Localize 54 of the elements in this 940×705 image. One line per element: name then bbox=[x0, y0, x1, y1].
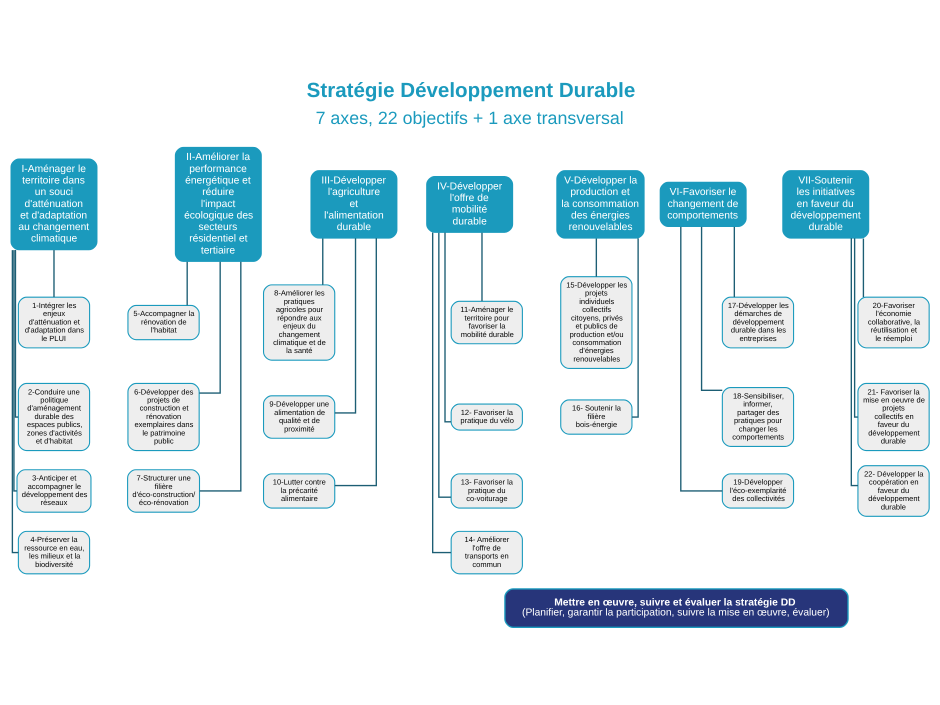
node-box: Mettre en œuvre, suivre et évaluer la stratégie DD (Planifier, garantir la participation, suivre la mise en œuvre, évaluer) bbox=[504, 588, 849, 628]
connector bbox=[432, 232, 451, 553]
node-box: 12- Favoriser la pratique du vélo bbox=[450, 402, 523, 430]
node-box: 22- Développer la coopération en faveur du développement durable bbox=[857, 464, 930, 516]
node-box: VI-Favoriser le changement de comportements bbox=[660, 181, 747, 226]
connector bbox=[444, 232, 451, 422]
node-box: I-Aménager le territoire dans un souci d'atténuation et d'adaptation au changement climatique bbox=[10, 158, 98, 250]
connector bbox=[14, 250, 18, 418]
connector bbox=[13, 250, 17, 492]
connector bbox=[53, 250, 55, 297]
node-box: VII-Soutenir les initiatives en faveur du développement durable bbox=[782, 170, 870, 238]
node-box: 10-Lutter contre la précarité alimentaire bbox=[262, 472, 336, 508]
connector bbox=[481, 232, 483, 301]
connector bbox=[334, 238, 377, 486]
connector bbox=[322, 238, 324, 284]
node-box: 18-Sensibiliser, informer, partager des pratiques pour changer les comportements bbox=[722, 386, 794, 447]
connector bbox=[200, 261, 242, 492]
node-box: 9-Développer une alimentation de qualité et de proximité bbox=[262, 394, 336, 438]
node-box: 14- Améliorer l'offre de transports en commun bbox=[450, 530, 523, 574]
node-box: 5-Accompagner la rénovation de l'habitat bbox=[127, 304, 200, 340]
node-box: IV-Développer l'offre de mobilité durable bbox=[426, 175, 514, 232]
connector bbox=[438, 232, 451, 498]
connector bbox=[632, 238, 639, 418]
node-box: V-Développer la production et la consommation des énergies renouvelables bbox=[556, 170, 645, 238]
connector bbox=[734, 226, 736, 297]
node-box: 17-Développer les démarches de développement durable dans les entreprises bbox=[722, 296, 794, 348]
connector bbox=[862, 238, 864, 297]
node-box: 2-Conduire une politique d'aménagement durable des espaces publics, zones d'activités et d'habitat bbox=[18, 382, 90, 451]
connector bbox=[12, 250, 18, 553]
connector bbox=[199, 261, 221, 394]
connector bbox=[854, 238, 858, 418]
connector bbox=[680, 226, 722, 492]
node-box: III-Développer l'agriculture et l'alimentation durable bbox=[310, 170, 398, 238]
connector bbox=[596, 238, 598, 276]
node-box: 7-Structurer une filière d'éco-construction/éco-rénovation bbox=[127, 468, 200, 512]
connector bbox=[700, 226, 722, 390]
node-box: 21- Favoriser la mise en oeuvre de projets collectifs en faveur du développement durable bbox=[857, 382, 930, 451]
diagram-title: Stratégie Développement Durable bbox=[306, 78, 636, 102]
connector bbox=[334, 238, 356, 414]
node-box: 11-Aménager le territoire pour favoriser la mobilité durable bbox=[450, 300, 523, 344]
node-box: 1-Intégrer les enjeux d'atténuation et d'adaptation dans le PLUI bbox=[18, 296, 90, 348]
node-box: 4-Préserver la ressource en eau, les milieux et la biodiversité bbox=[18, 530, 90, 574]
connector bbox=[186, 261, 188, 305]
node-box: 15-Développer les projets individuels collectifs citoyens, privés et publics de production et/ou consommation d'énergies renouvelables bbox=[560, 276, 632, 368]
node-box: 8-Améliorer les pratiques agricoles pour répondre aux enjeux du changement climatique et de la santé bbox=[262, 284, 336, 360]
label: 7 axes, 22 objectifs + 1 axe transversal bbox=[316, 107, 624, 128]
node-box: II-Améliorer la performance énergétique et réduire l'impact écologique des secteurs résidentiel et tertiaire bbox=[174, 146, 262, 262]
connector bbox=[850, 238, 858, 486]
node-box: 16- Soutenir la filière bois-énergie bbox=[560, 398, 632, 434]
node-box: 20-Favoriser l'économie collaborative, la réutilisation et le réemploi bbox=[857, 296, 930, 348]
node-box: 6-Développer des projets de construction et rénovation exemplaires dans le patrimoine public bbox=[127, 382, 200, 451]
node-box: 19-Développer l'éco-exemplarité des collectivités bbox=[722, 472, 794, 508]
node-box: 3-Anticiper et accompagner le développement des réseaux bbox=[16, 468, 92, 512]
node-box: 13- Favoriser la pratique du co-voiturage bbox=[450, 472, 523, 508]
